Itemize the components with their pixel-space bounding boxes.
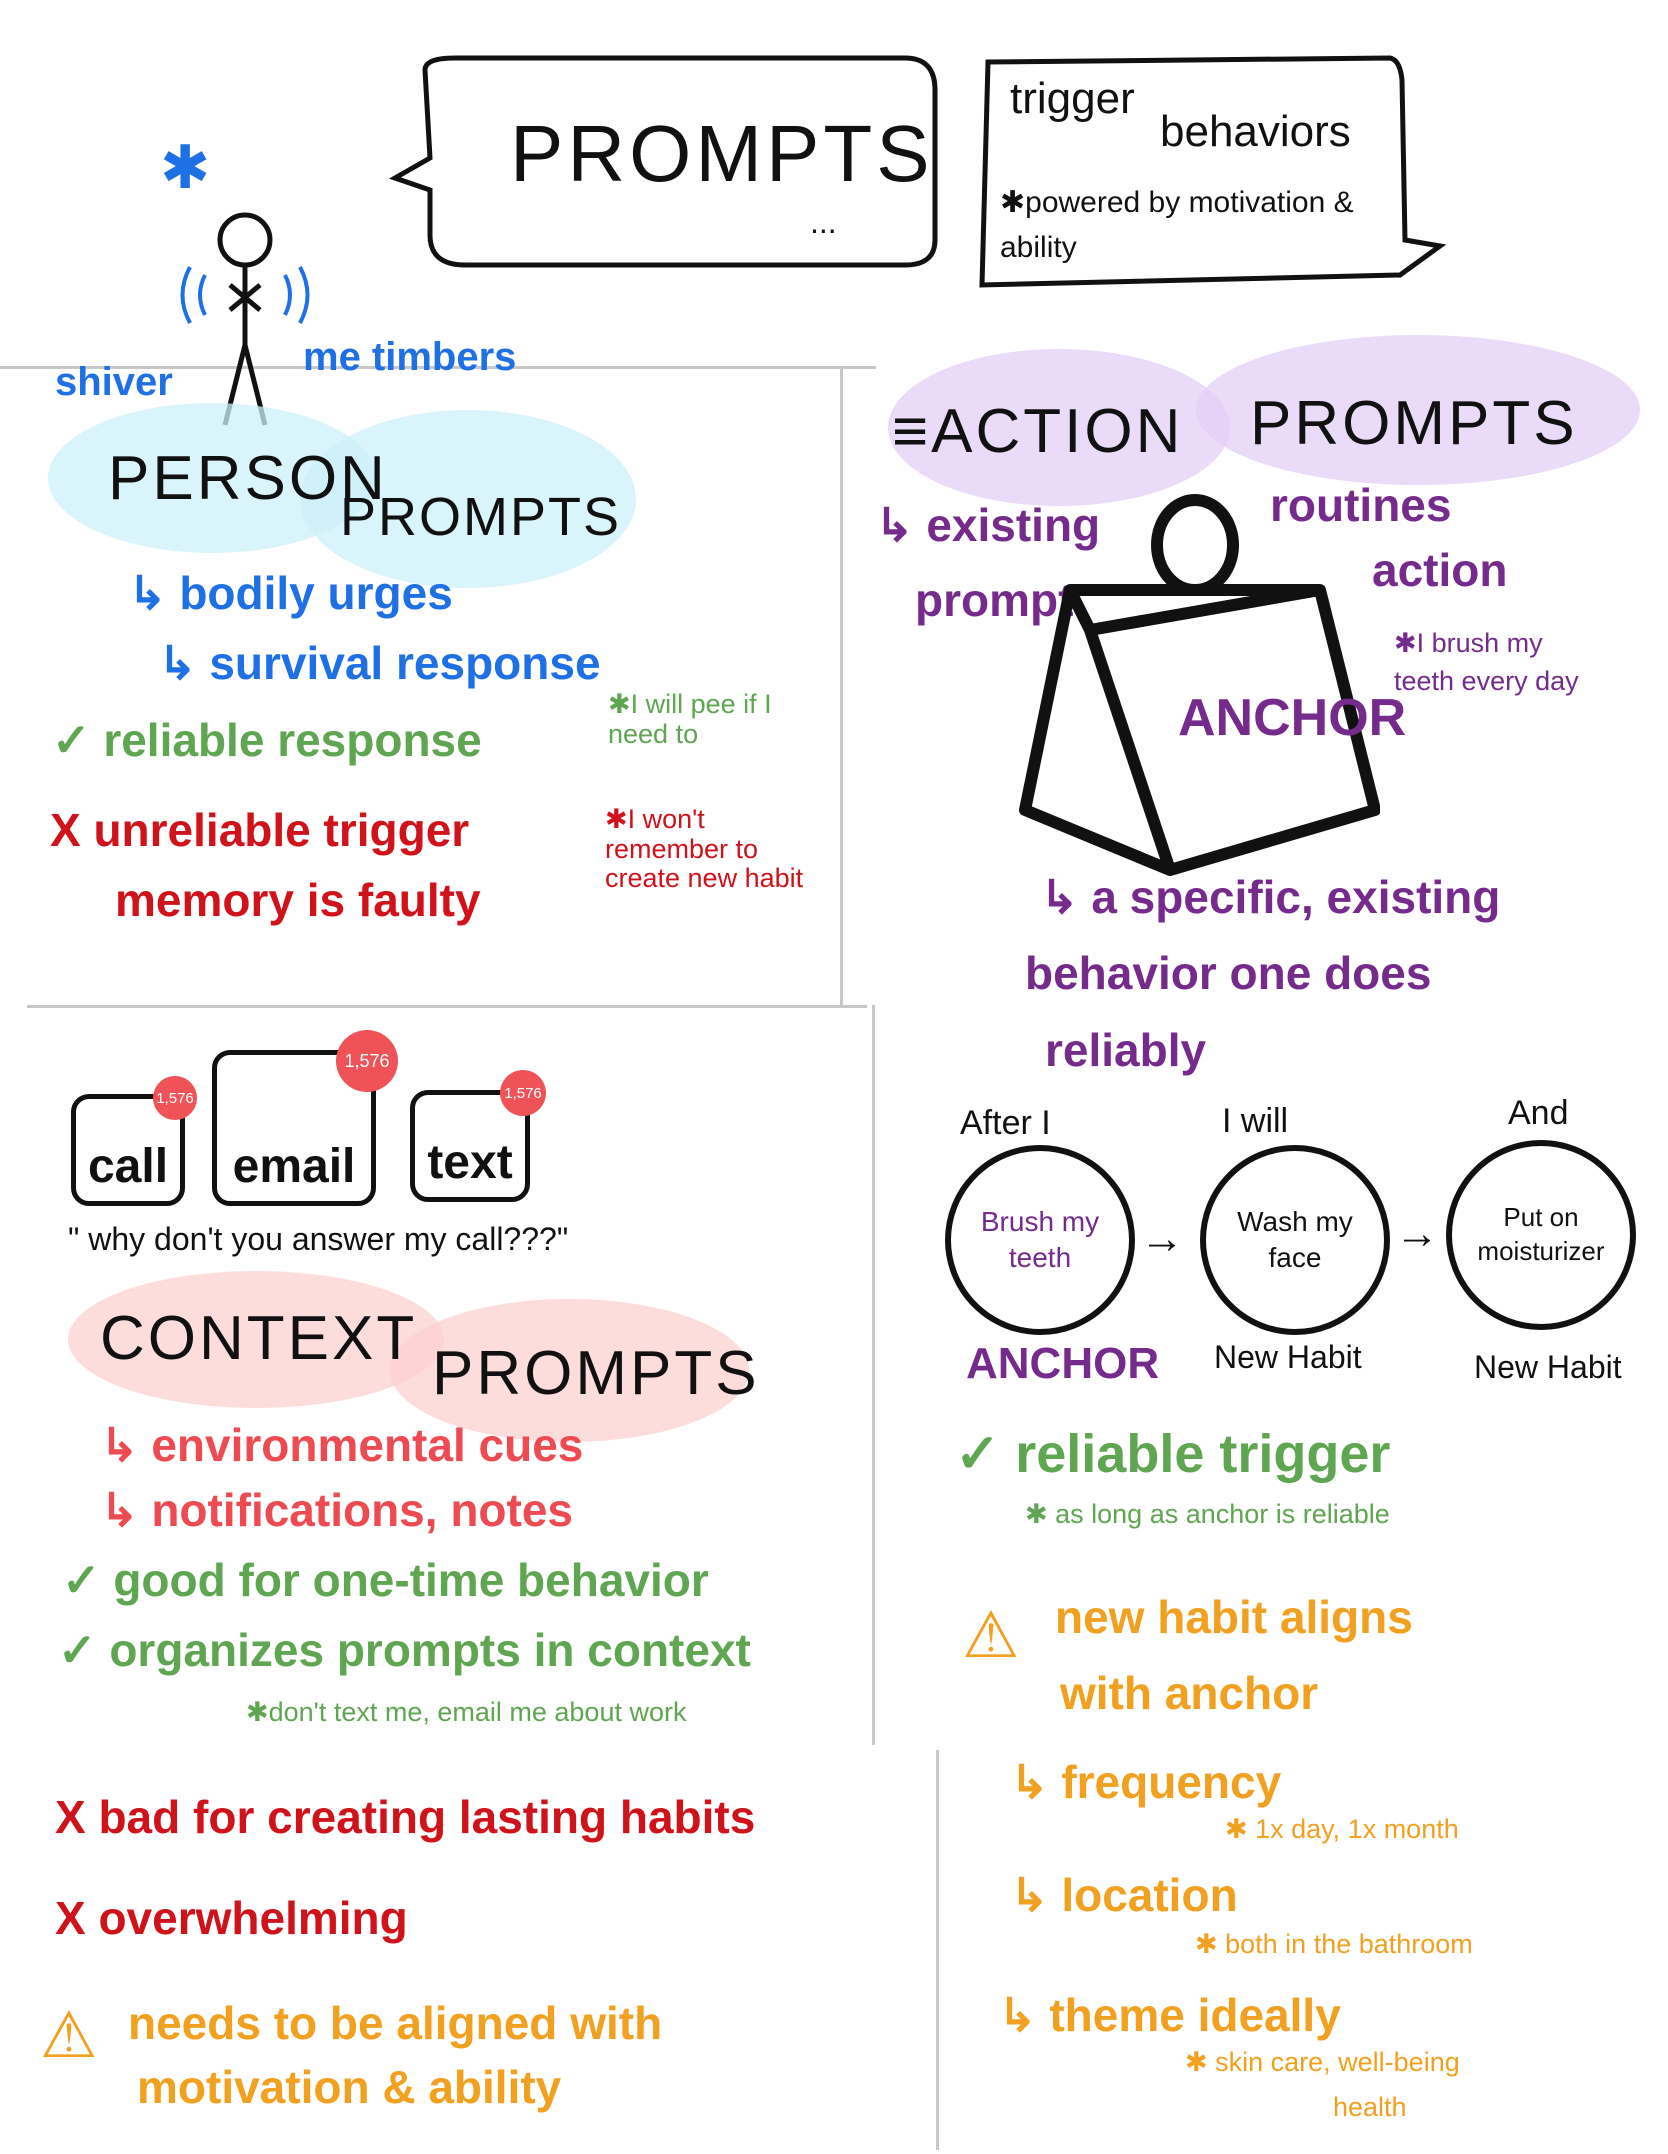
context-point: ↳ environmental cues	[100, 1419, 584, 1471]
definition-word1: trigger	[1010, 74, 1135, 123]
app-text: text	[410, 1090, 530, 1202]
definition-note: ✱powered by motivation & ability	[1000, 186, 1354, 264]
title: PROMPTS	[510, 109, 934, 198]
highlight-blob	[1196, 335, 1640, 485]
action-prompts-heading: PROMPTS	[1250, 389, 1578, 458]
sound-shiver: shiver	[55, 360, 173, 404]
divider	[840, 366, 843, 1006]
person-con: memory is faulty	[115, 874, 481, 926]
title-ellipsis: ...	[810, 204, 837, 240]
asterisk-icon: ✱	[160, 134, 211, 201]
context-warning: needs to be aligned with	[128, 1997, 663, 2049]
arrow-right-icon: →	[1140, 1214, 1184, 1263]
context-heading: CONTEXT	[100, 1304, 418, 1373]
align-theme: ↳ theme ideally	[998, 1989, 1341, 2041]
align-theme-note: ✱ skin care, well-being	[1185, 2047, 1460, 2077]
highlight-blob	[390, 1299, 749, 1442]
anchor-note: ✱I brush my teeth every day	[1394, 628, 1579, 696]
highlight-blob	[300, 410, 636, 588]
action-routines: routines	[1270, 479, 1452, 531]
highlight-blob	[68, 1271, 444, 1408]
divider	[872, 1005, 875, 1745]
divider	[27, 1005, 867, 1008]
arrow-right-icon: →	[1395, 1209, 1439, 1258]
person-prompts-heading: PROMPTS	[340, 487, 622, 547]
chain-step-lead: And	[1508, 1094, 1569, 1132]
action-prompt: prompt	[915, 574, 1074, 626]
action-warning: with anchor	[1060, 1667, 1319, 1719]
anchor-definition: behavior one does	[1025, 947, 1432, 999]
notification-badge: 1,576	[500, 1070, 546, 1116]
action-warning: new habit aligns	[1055, 1591, 1413, 1643]
action-existing: ↳ existing	[875, 499, 1101, 551]
chain-step-text: Brush my teeth	[980, 1205, 1100, 1273]
chain-habit-circle: Put on moisturizer	[1446, 1140, 1636, 1330]
chain-habit-circle: Wash my face	[1200, 1145, 1390, 1335]
align-location: ↳ location	[1010, 1869, 1238, 1921]
context-point: ↳ notifications, notes	[100, 1484, 574, 1536]
highlight-blob	[888, 349, 1230, 506]
speech-bubble	[388, 55, 938, 268]
app-label: email	[232, 1140, 356, 1193]
context-prompts-heading: PROMPTS	[432, 1339, 760, 1408]
context-con: X bad for creating lasting habits	[55, 1791, 756, 1843]
anchor-weight-icon	[1019, 494, 1380, 876]
person-con-note: ✱I won't remember to create new habit	[605, 804, 804, 894]
person-heading: PERSON	[108, 444, 388, 513]
anchor-definition: ↳ a specific, existing	[1040, 871, 1501, 923]
context-pro-note: ✱don't text me, email me about work	[246, 1697, 687, 1727]
chain-anchor-circle: Brush my teeth	[945, 1145, 1135, 1335]
context-warning: motivation & ability	[137, 2061, 562, 2113]
divider	[0, 366, 876, 369]
align-frequency: ↳ frequency	[1010, 1756, 1282, 1808]
action-pro: ✓ reliable trigger	[955, 1424, 1391, 1484]
notification-badge: 1,576	[336, 1030, 398, 1092]
anchor-label: ANCHOR	[1178, 689, 1407, 747]
person-pro-note: ✱I will pee if I need to	[608, 689, 772, 749]
app-email: email	[212, 1050, 376, 1206]
context-con: X overwhelming	[55, 1892, 408, 1944]
definition-box	[979, 55, 1447, 288]
chain-step-label: ANCHOR	[966, 1339, 1160, 1388]
warning-icon: ⚠	[40, 1999, 98, 2071]
divider	[936, 1750, 939, 2150]
person-point: ↳ survival response	[158, 637, 601, 689]
chain-step-text: Wash my face	[1237, 1205, 1353, 1273]
chain-step-label: New Habit	[1474, 1349, 1622, 1385]
definition-word2: behaviors	[1160, 107, 1351, 156]
action-pro-note: ✱ as long as anchor is reliable	[1025, 1499, 1390, 1529]
align-location-note: ✱ both in the bathroom	[1195, 1929, 1473, 1959]
app-label: text	[427, 1136, 513, 1189]
chain-step-text: Put on moisturizer	[1477, 1202, 1605, 1266]
context-pro: ✓ organizes prompts in context	[58, 1624, 751, 1676]
notification-badge: 1,576	[153, 1076, 197, 1120]
chain-step-lead: After I	[960, 1104, 1051, 1142]
person-point: ↳ bodily urges	[128, 567, 453, 619]
person-con: X unreliable trigger	[50, 804, 470, 856]
action-word: action	[1372, 544, 1508, 596]
warning-icon: ⚠	[962, 1599, 1020, 1671]
stick-figure-icon	[180, 212, 310, 426]
context-quote: " why don't you answer my call???"	[68, 1221, 569, 1257]
sound-me-timbers: me timbers	[303, 335, 517, 379]
app-label: call	[87, 1140, 169, 1193]
align-frequency-note: ✱ 1x day, 1x month	[1225, 1814, 1459, 1844]
chain-step-label: New Habit	[1214, 1339, 1362, 1375]
context-pro: ✓ good for one-time behavior	[62, 1554, 709, 1606]
action-heading: ≡ACTION	[892, 397, 1184, 466]
align-theme-note: health	[1333, 2092, 1407, 2122]
person-pro: ✓ reliable response	[52, 714, 482, 766]
anchor-definition: reliably	[1045, 1024, 1207, 1076]
chain-step-lead: I will	[1222, 1102, 1289, 1140]
